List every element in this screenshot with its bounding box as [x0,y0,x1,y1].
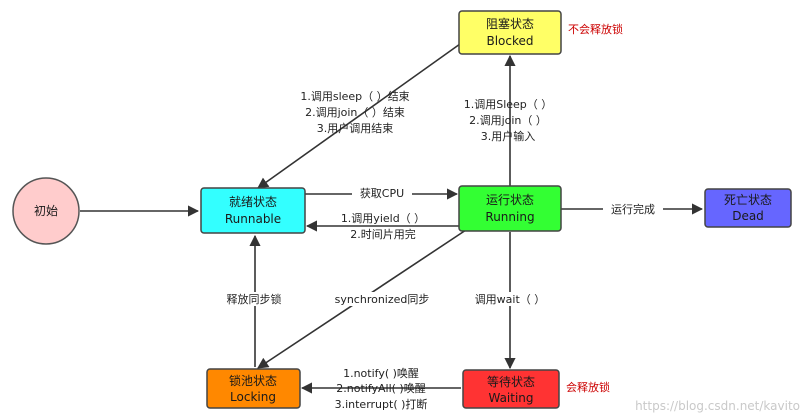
node-locking-sub: Locking [230,390,276,404]
node-dead-shape [704,188,792,228]
label-yield-2: 2.时间片用完 [350,227,416,241]
node-runnable: 就绪状态 Runnable [200,187,306,234]
note-blocked: 不会释放锁 [568,22,623,36]
label-from-blocked-1: 1.调用sleep（ ）结束 [300,90,409,103]
label-yield-1: 1.调用yield（ ） [341,212,425,225]
node-running-shape [458,185,562,232]
label-notify-1: 1.notify( )唤醒 [343,366,419,380]
node-runnable-shape [200,187,306,234]
node-blocked: 阻塞状态 Blocked [458,10,562,55]
label-get-cpu: 获取CPU [360,187,404,200]
node-running: 运行状态 Running [458,185,562,232]
note-waiting: 会释放锁 [566,380,610,394]
node-locking: 锁池状态 Locking [206,368,301,409]
label-to-blocked-2: 2.调用join（ ） [469,114,547,127]
node-locking-title: 锁池状态 [229,373,277,388]
node-runnable-sub: Runnable [225,212,281,226]
node-waiting-shape [462,369,560,409]
node-waiting-title: 等待状态 [487,375,535,389]
node-initial-title: 初始 [34,204,58,218]
node-dead-sub: Dead [732,209,764,223]
node-waiting: 等待状态 Waiting [462,369,560,409]
watermark: https://blog.csdn.net/kavito [635,399,800,413]
label-to-blocked-3: 3.用户输入 [481,129,536,143]
node-dead-title: 死亡状态 [724,193,772,207]
node-blocked-shape [458,10,562,55]
label-run-complete: 运行完成 [611,202,655,216]
label-to-blocked-1: 1.调用Sleep（ ） [464,98,553,111]
label-notify-3: 3.interrupt( )打断 [335,397,428,411]
node-blocked-sub: Blocked [486,34,533,48]
edge-blocked-to-runnable [257,43,461,189]
label-from-blocked-2: 2.调用join（ ）结束 [305,106,405,119]
node-initial: 初始 [12,177,80,245]
label-synchronized: synchronized同步 [335,293,430,306]
label-release-lock: 释放同步锁 [227,292,282,306]
node-running-sub: Running [485,210,534,224]
label-from-blocked-3: 3.用户调用结束 [317,121,394,135]
label-notify-2: 2.notifyAll( )唤醒 [336,381,425,395]
edge-label-backgrounds [220,186,663,306]
node-runnable-title: 就绪状态 [229,195,277,209]
node-initial-shape [12,177,80,245]
node-blocked-title: 阻塞状态 [486,16,534,31]
node-waiting-sub: Waiting [488,391,533,405]
label-call-wait: 调用wait（ ） [475,293,546,306]
node-running-title: 运行状态 [486,193,534,207]
node-dead: 死亡状态 Dead [704,188,792,228]
node-locking-shape [206,368,301,409]
